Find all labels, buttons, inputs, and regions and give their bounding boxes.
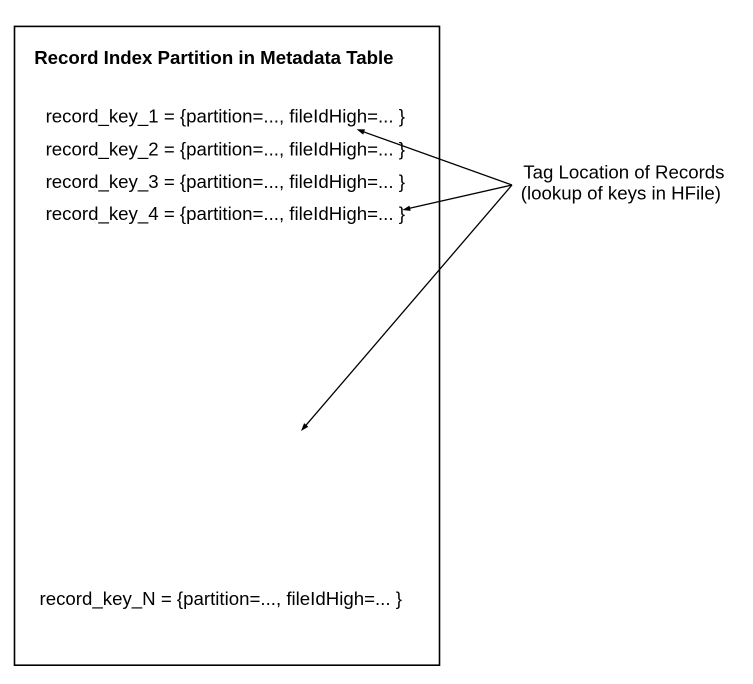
svg-text:Record Index Partition in Meta: Record Index Partition in Metadata Table [34,47,393,68]
svg-text:record_key_1 = {partition=...,: record_key_1 = {partition=..., fileIdHig… [46,106,405,128]
svg-text:record_key_3 = {partition=...,: record_key_3 = {partition=..., fileIdHig… [46,171,405,193]
svg-text:record_key_N = {partition=...,: record_key_N = {partition=..., fileIdHig… [40,588,402,610]
svg-text:Tag Location of Records: Tag Location of Records [523,162,724,183]
svg-text:record_key_2 = {partition=...,: record_key_2 = {partition=..., fileIdHig… [46,139,405,161]
svg-text:record_key_4 = {partition=...,: record_key_4 = {partition=..., fileIdHig… [46,203,405,225]
svg-text:(lookup of keys in HFile): (lookup of keys in HFile) [521,182,721,203]
